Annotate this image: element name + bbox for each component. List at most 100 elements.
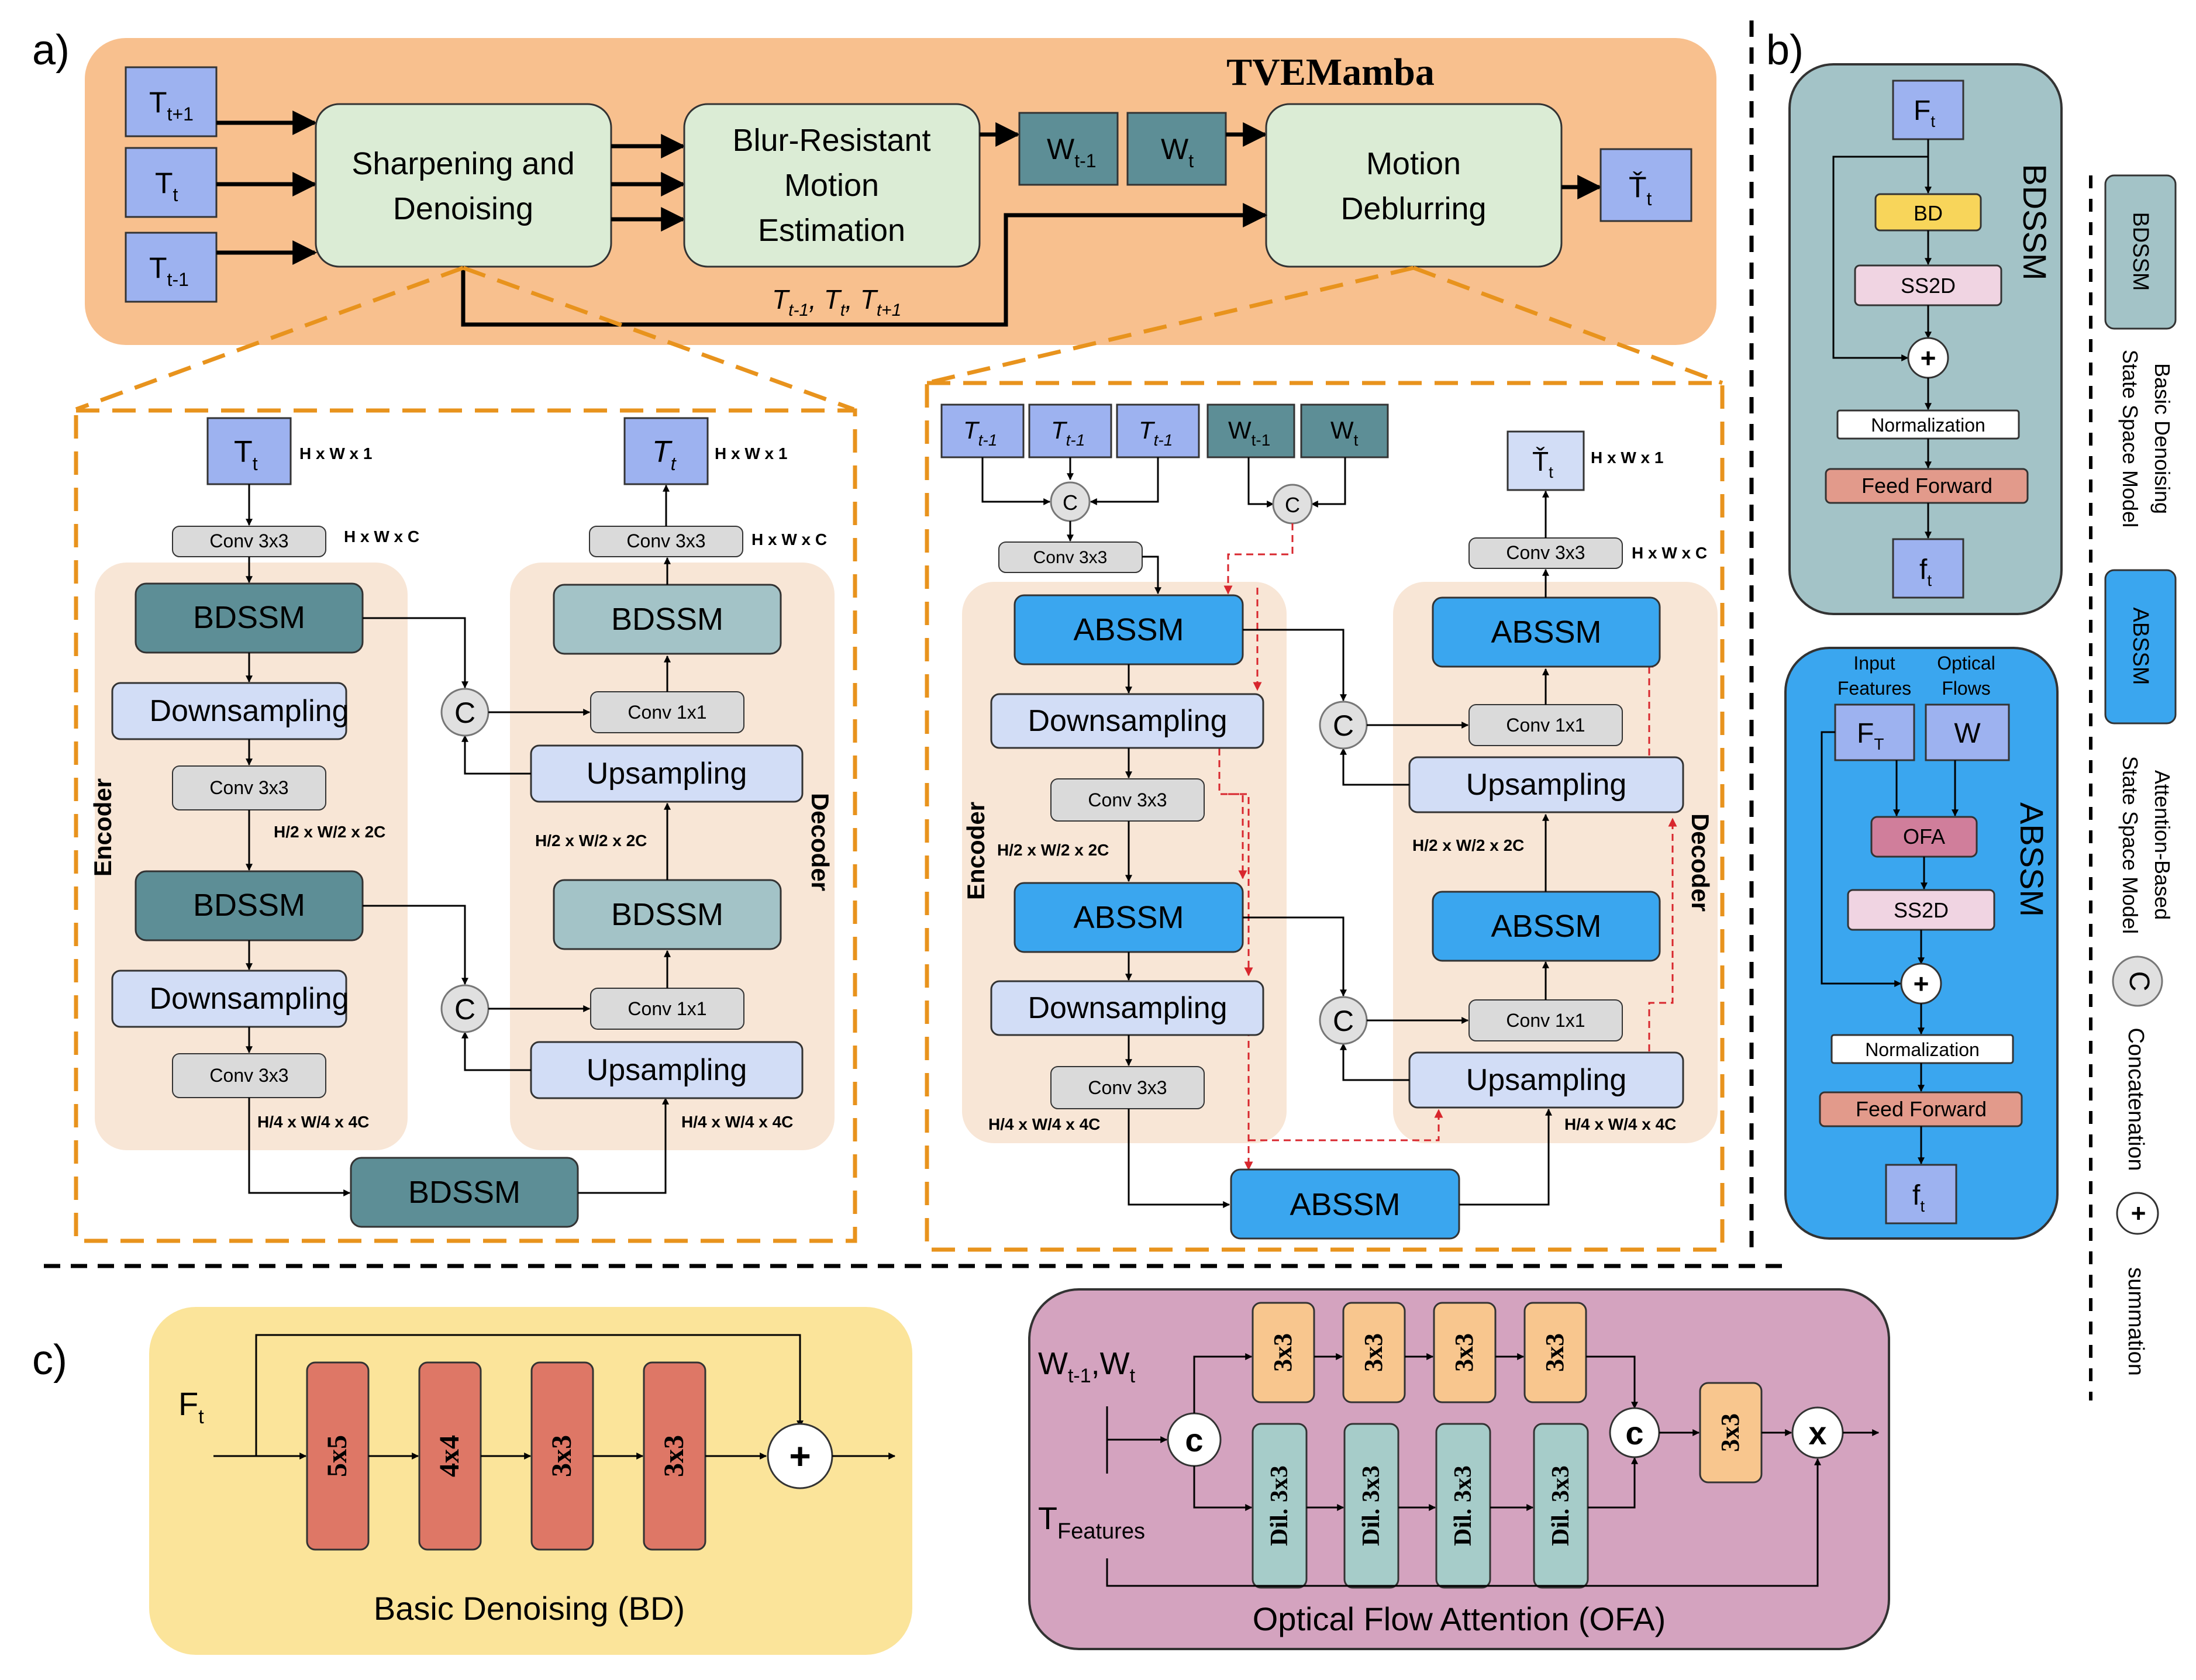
legend-bdssm-desc-1: Basic Denoising [2150,363,2174,514]
left-conv3-dec-top-label: Conv 3x3 [626,530,705,551]
left-input-sub: t [253,453,258,474]
left-decoder-label: Decoder [806,793,834,891]
connector [461,1031,531,1071]
bd-block-3-label: 3x3 [546,1435,577,1477]
right-w-t-main: W [1330,416,1354,444]
absssm-block-input-main: F [1857,718,1874,749]
ofa-bottom-block-2-label: Dil. 3x3 [1358,1465,1385,1546]
sharpen-line-1: Sharpening and [351,146,574,181]
ofa-top-block-4 [1523,1302,1587,1403]
input-t-sub: t [173,184,178,205]
right-conv3-dec-top-label: Conv 3x3 [1506,542,1585,563]
svg-text:Tt: Tt [234,435,258,474]
svg-text:Ft: Ft [1914,95,1935,130]
svg-text:ft: ft [1912,1180,1925,1215]
input-t-minus-sub: t-1 [167,269,189,290]
right-concat-inputs-label: C [1063,491,1078,515]
right-conv3-top-label: Conv 3x3 [1033,548,1108,567]
input-t [125,147,218,218]
right-encoder-label: Encoder [962,802,990,900]
absssm-block-title: ABSSM [2014,802,2050,917]
right-output-dims: H x W x 1 [1591,449,1663,467]
ofa-top-block-3-label: 3x3 [1450,1333,1478,1372]
ofa-top-branch: 3x3 3x3 3x3 3x3 [1252,1302,1587,1403]
left-conv3-enc-3-label: Conv 3x3 [209,1065,288,1086]
legend-bdssm-desc-2: State Space Model [2118,350,2142,527]
bdssm-block-output-main: f [1919,554,1928,585]
left-bdssm-2-label: BDSSM [193,888,305,923]
ofa-bottom-branch: Dil. 3x3 Dil. 3x3 Dil. 3x3 Dil. 3x3 [1252,1423,1589,1589]
ofa-mult-label: x [1808,1415,1826,1451]
ofa-final-block-label: 3x3 [1716,1413,1745,1452]
legend-sum-symbol [2116,1192,2159,1235]
svg-text:Tt-1: Tt-1 [1139,416,1173,449]
bdssm-block-output [1892,538,1964,599]
left-dim4-enc: H/4 x W/4 x 4C [257,1113,369,1131]
absssm-block-w-label: W [1954,718,1981,749]
bdssm-block-ff-label: Feed Forward [1861,474,1992,498]
connector [981,457,1051,505]
legend-concat-sym-label: C [2123,971,2154,992]
right-input-3 [1116,403,1200,458]
absssm-block-ss2d-label: SS2D [1894,898,1949,922]
w-prev-main: W [1047,133,1075,165]
left-conv1-2-label: Conv 1x1 [628,998,706,1019]
right-down-1-label: Downsampling [1028,704,1227,738]
panel-label-a: a) [32,27,70,74]
ofa-caption: Optical Flow Attention (OFA) [1253,1600,1666,1637]
left-down-2-label: Downsampling [149,982,349,1016]
ofa-bottom-block-4 [1533,1423,1589,1589]
bd-block-2-label: 4x4 [434,1435,465,1477]
zoom-line [926,265,1414,385]
right-concat-flows-label: C [1285,493,1300,517]
right-w-t [1300,403,1389,458]
attention-arrow [1218,748,1247,879]
right-absssm-bottleneck-label: ABSSM [1290,1187,1400,1222]
left-hwc-enc: H x W x C [344,527,419,546]
bdssm-block-input-sub: t [1930,112,1935,130]
legend-absssm-swatch [2104,569,2177,725]
right-input-3-main: T [1139,416,1156,444]
bdssm-block-ff [1825,468,2029,504]
right-absssm-dec-2-label: ABSSM [1491,909,1601,944]
ofa-bottom-block-1-label: Dil. 3x3 [1266,1465,1293,1546]
legend-absssm-desc-2: State Space Model [2118,756,2142,934]
ofa-w-prev: W [1038,1346,1068,1381]
right-output-sub: t [1549,463,1553,481]
absssm-block-input [1834,703,1915,761]
bdssm-block-ss2d-label: SS2D [1901,274,1956,298]
skip-connection [461,203,1268,327]
input-t-plus-main: T [149,86,167,119]
left-output-dims: H x W x 1 [715,444,787,463]
legend-bdssm-label: BDSSM [2128,212,2153,291]
right-down-2-label: Downsampling [1028,991,1227,1025]
tvemamba-title: TVEMamba [1226,51,1435,94]
left-conv1-1-label: Conv 1x1 [628,702,706,723]
ofa-top-block-2 [1342,1302,1406,1403]
skip-label-1: T [772,284,790,315]
legend-sum-desc: summation [2123,1267,2148,1376]
right-decoder-label: Decoder [1687,813,1714,912]
connector [1142,556,1161,595]
right-conv1-2-label: Conv 1x1 [1506,1010,1585,1031]
blur-line-3: Estimation [758,213,905,248]
connector [1090,457,1159,505]
ofa-top-block-1 [1252,1302,1315,1403]
motion-deblurring-box [1265,103,1563,268]
left-conv3-top-label: Conv 3x3 [209,530,288,551]
left-bdssm-dec-1-label: BDSSM [611,602,723,637]
motion-line-1: Motion [1366,146,1461,181]
connector [578,1097,669,1194]
svg-text:TFeatures: TFeatures [1038,1501,1145,1544]
blur-resistant-box [683,103,981,268]
right-input-3-sub: t-1 [1154,431,1173,449]
absssm-label-input-2: Features [1838,678,1911,699]
svg-text:Tt: Tt [155,167,178,205]
connector [1311,457,1346,508]
svg-text:Wt-1,Wt: Wt-1,Wt [1038,1346,1136,1387]
right-absssm-2-label: ABSSM [1073,900,1184,935]
panel-label-b: b) [1766,27,1804,74]
bdssm-block-norm-label: Normalization [1871,415,1985,436]
output-t-sub: t [1647,188,1652,209]
